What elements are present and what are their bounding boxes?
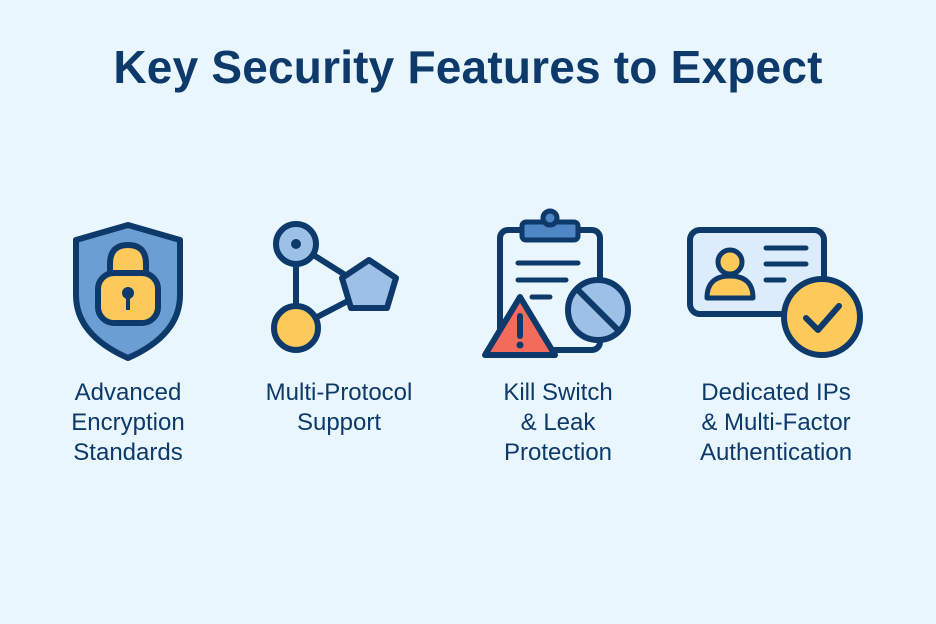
page-title: Key Security Features to Expect — [113, 41, 823, 93]
feature-label: Kill Switch & Leak Protection — [503, 379, 613, 466]
clipboard-warning-block-icon — [482, 208, 631, 358]
protocol-network-icon — [271, 221, 399, 353]
feature-label: Multi-Protocol Support — [265, 379, 413, 436]
id-card-check-icon — [687, 227, 863, 358]
feature-label: Dedicated IPs & Multi-Factor Authenticat… — [699, 379, 853, 466]
feature-label: Advanced Encryption Standards — [71, 379, 185, 466]
shield-lock-icon — [73, 222, 183, 361]
